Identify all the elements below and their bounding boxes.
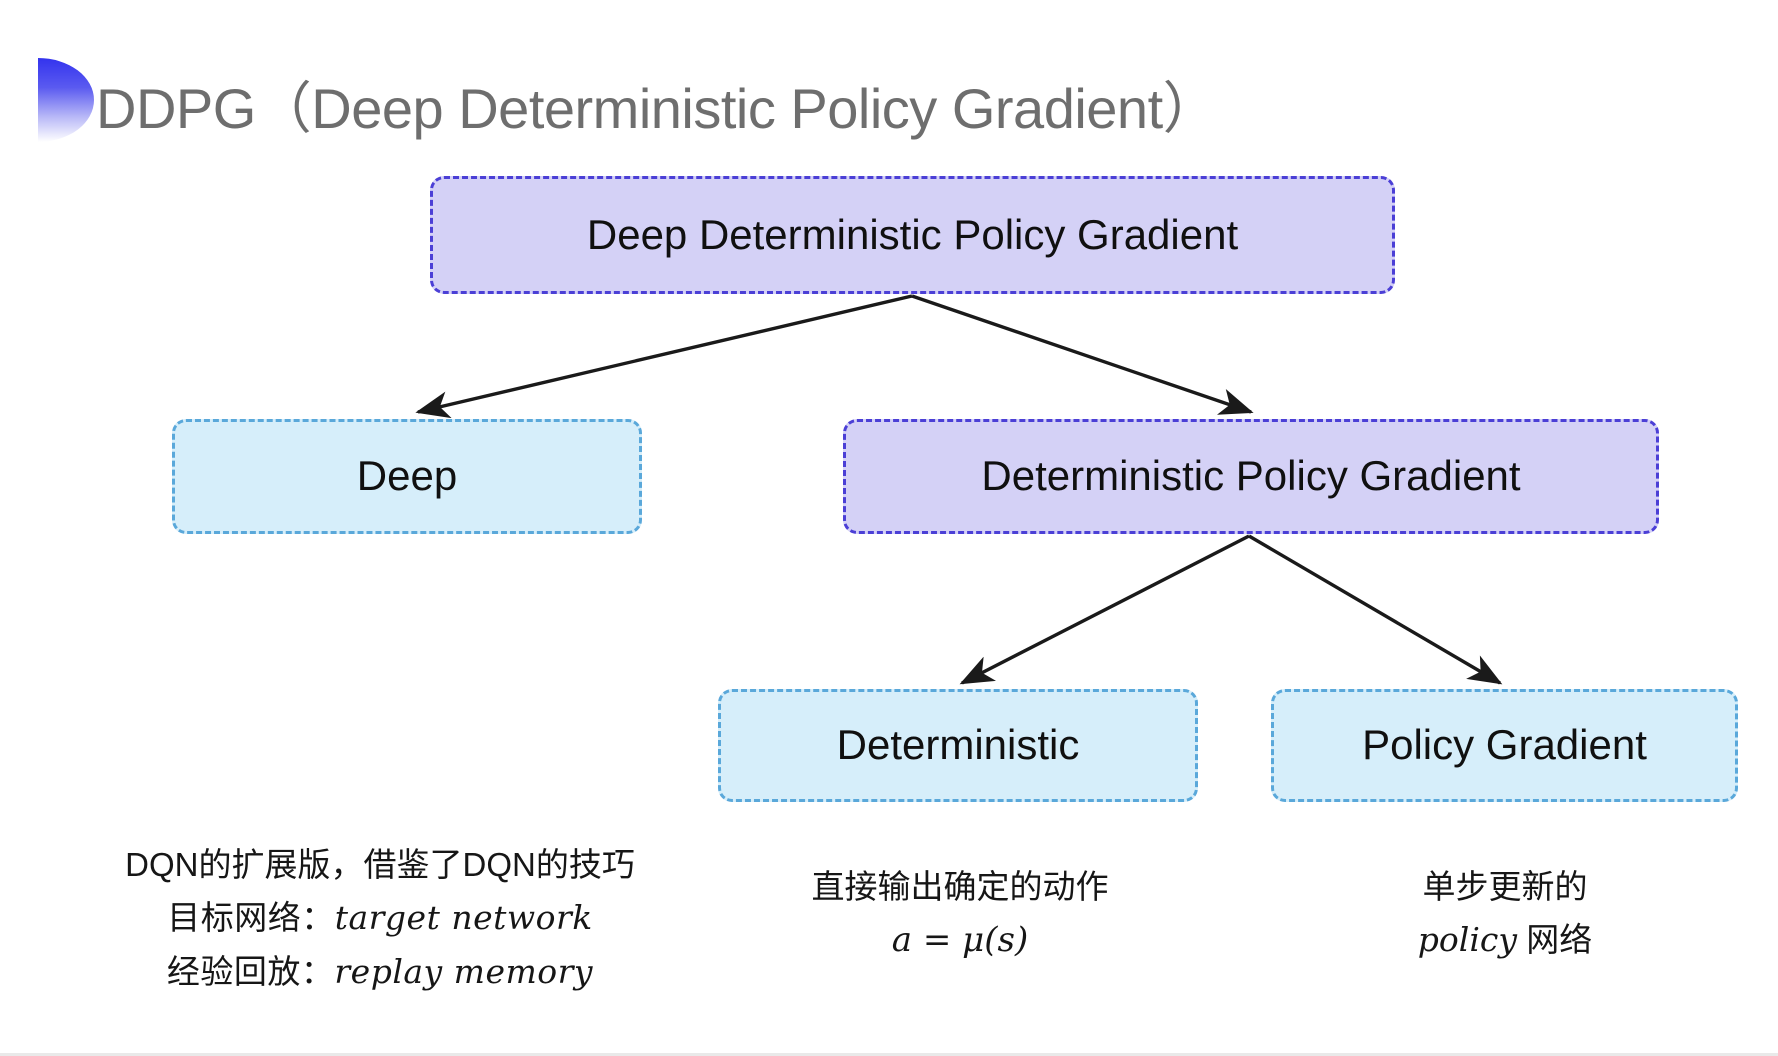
annotation-policy-gradient-line1: 单步更新的	[1422, 868, 1588, 905]
annotation-deep-line3-term: replay memory	[334, 951, 594, 991]
annotation-deterministic-line1: 直接输出确定的动作	[811, 868, 1109, 905]
annotation-deep-line3-label: 经验回放：	[166, 952, 335, 990]
edge-root-to-dpg	[911, 294, 1254, 415]
half-circle-gradient-icon	[38, 58, 94, 142]
annotation-deep-line2-term: target network	[334, 898, 593, 938]
annotation-deterministic: 直接输出确定的动作 a = μ(s)	[720, 860, 1200, 969]
bottom-divider	[0, 1053, 1778, 1056]
page-title: DDPG（Deep Deterministic Policy Gradient）	[96, 77, 1219, 140]
edge-dpg-to-policy-gradient	[1248, 534, 1503, 685]
edge-root-to-deep	[415, 294, 913, 419]
annotation-deep-line1: DQN的扩展版，借鉴了DQN的技巧	[125, 846, 635, 883]
annotation-deep-line3: 经验回放：replay memory	[90, 945, 670, 998]
node-deep[interactable]: Deep	[172, 419, 642, 534]
annotation-policy-gradient: 单步更新的 policy 网络	[1270, 860, 1740, 967]
annotation-deep: DQN的扩展版，借鉴了DQN的技巧 目标网络：target network 经验…	[90, 838, 670, 998]
node-deep-deterministic-policy-gradient[interactable]: Deep Deterministic Policy Gradient	[430, 176, 1395, 294]
annotation-policy-gradient-line2: policy 网络	[1270, 913, 1740, 966]
annotation-deterministic-formula: a = μ(s)	[891, 920, 1029, 961]
annotation-deep-line2: 目标网络：target network	[90, 891, 670, 944]
annotation-policy-gradient-rest: 网络	[1517, 921, 1593, 959]
annotation-policy-gradient-term: policy	[1417, 920, 1518, 960]
node-deterministic-policy-gradient[interactable]: Deterministic Policy Gradient	[843, 419, 1659, 534]
annotation-deep-line2-label: 目标网络：	[167, 899, 335, 937]
edge-dpg-to-deterministic	[959, 534, 1250, 685]
node-policy-gradient[interactable]: Policy Gradient	[1271, 689, 1738, 802]
node-deterministic[interactable]: Deterministic	[718, 689, 1198, 802]
